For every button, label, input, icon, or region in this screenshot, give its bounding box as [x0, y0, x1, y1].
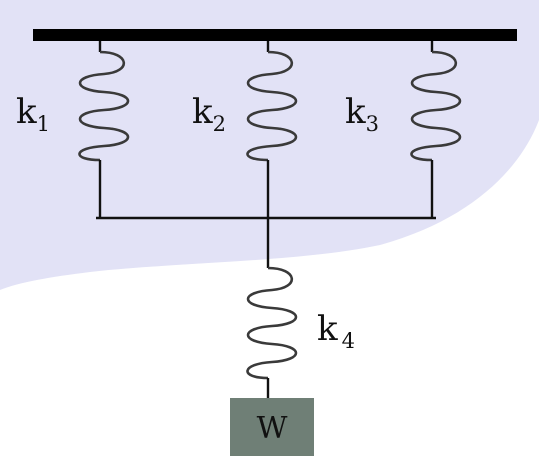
- spring-k2-coil: [246, 50, 298, 162]
- spring-k4: [246, 266, 298, 398]
- spring-k2-label: k2: [192, 92, 226, 136]
- ceiling-beam: [33, 29, 517, 41]
- spring-k1-label: k1: [16, 92, 50, 136]
- spring-k3-coil: [410, 50, 462, 162]
- spring-k1-coil: [78, 50, 130, 162]
- weight-label: W: [257, 411, 288, 446]
- spring-k1: [78, 41, 130, 218]
- spring-k4-coil: [246, 266, 298, 380]
- spring-k2: [246, 41, 298, 218]
- spring-k3-label: k3: [345, 92, 379, 136]
- spring-k3: [410, 41, 462, 218]
- weight-block: [230, 398, 314, 456]
